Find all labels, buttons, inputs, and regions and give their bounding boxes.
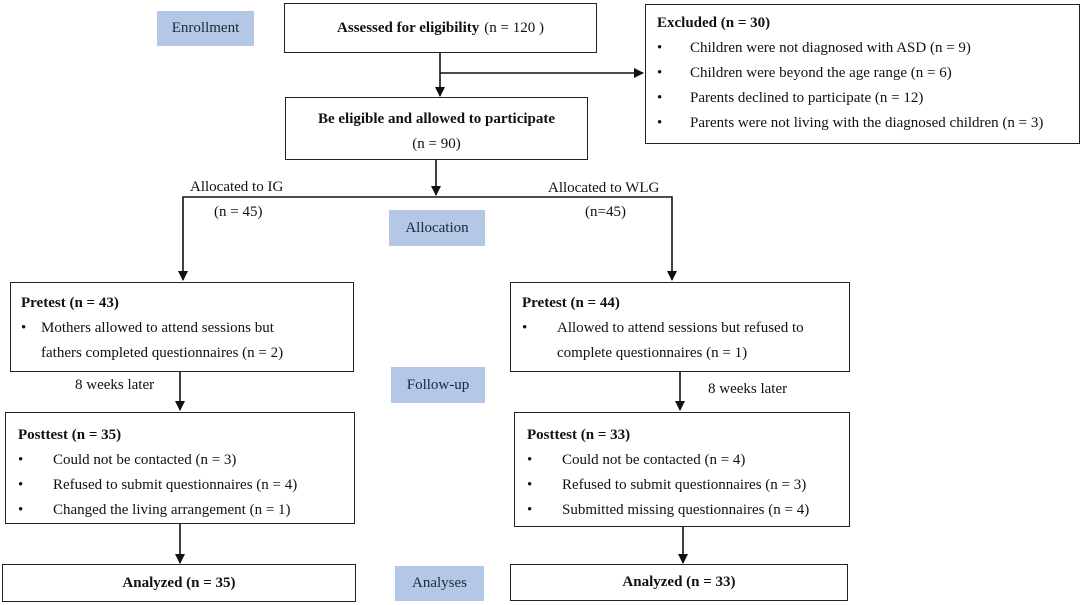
list-item: •Could not be contacted (n = 4): [527, 452, 746, 468]
ig-pretest-list: •Mothers allowed to attend sessions but …: [21, 316, 353, 366]
stage-analyses: Analyses: [395, 566, 484, 601]
assessed-count: (n = 120 ): [484, 19, 544, 36]
list-item: •Refused to submit questionnaires (n = 4…: [18, 477, 298, 493]
arrow-split-to-ig: [178, 196, 436, 281]
wlg-analyzed-label: Analyzed (n = 33): [622, 574, 736, 590]
list-item: •Parents were not living with the diagno…: [657, 115, 1044, 131]
eligible-count: (n = 90): [412, 136, 461, 152]
wlg-pretest-box: Pretest (n = 44) •Allowed to attend sess…: [510, 282, 850, 372]
list-item-continuation: fathers completed questionnaires (n = 2): [41, 345, 284, 361]
stage-follow-up: Follow-up: [391, 367, 485, 403]
allocated-ig-label: Allocated to IG: [190, 179, 284, 195]
excluded-box: Excluded (n = 30) •Children were not dia…: [645, 4, 1080, 144]
assessed-box: Assessed for eligibility (n = 120 ): [284, 3, 597, 53]
list-item-continuation: complete questionnaires (n = 1): [557, 345, 748, 361]
excluded-title: Excluded (n = 30): [657, 15, 771, 31]
list-item: •Children were beyond the age range (n =…: [657, 65, 952, 81]
ig-posttest-box: Posttest (n = 35) •Could not be contacte…: [5, 412, 355, 524]
assessed-title: Assessed for eligibility: [337, 19, 480, 36]
list-item: •Children were not diagnosed with ASD (n…: [657, 40, 971, 56]
stage-enrollment: Enrollment: [157, 11, 254, 46]
ig-pretest-box: Pretest (n = 43) •Mothers allowed to att…: [10, 282, 354, 372]
allocated-ig-count: (n = 45): [214, 204, 263, 220]
list-item: •Could not be contacted (n = 3): [18, 452, 237, 468]
wlg-pretest-title: Pretest (n = 44): [522, 295, 620, 311]
list-item: •Refused to submit questionnaires (n = 3…: [527, 477, 807, 493]
eligible-title: Be eligible and allowed to participate: [317, 111, 556, 127]
ig-posttest-list: •Could not be contacted (n = 3) •Refused…: [18, 448, 354, 523]
wlg-analyzed-box: Analyzed (n = 33): [510, 564, 848, 601]
list-item: •Changed the living arrangement (n = 1): [18, 502, 291, 518]
eligible-box: Be eligible and allowed to participate (…: [285, 97, 588, 160]
list-item: •Allowed to attend sessions but refused …: [522, 320, 804, 336]
list-item: •Submitted missing questionnaires (n = 4…: [527, 502, 810, 518]
wlg-weeks-label: 8 weeks later: [708, 381, 788, 397]
list-item: •Parents declined to participate (n = 12…: [657, 90, 924, 106]
allocated-wlg-label: Allocated to WLG: [548, 180, 660, 196]
wlg-posttest-title: Posttest (n = 33): [527, 427, 631, 443]
ig-analyzed-box: Analyzed (n = 35): [2, 564, 356, 602]
arrow-split-to-wlg: [436, 196, 677, 281]
allocated-wlg-count: (n=45): [585, 204, 626, 220]
excluded-list: •Children were not diagnosed with ASD (n…: [657, 36, 1079, 136]
wlg-posttest-box: Posttest (n = 33) •Could not be contacte…: [514, 412, 850, 527]
ig-analyzed-label: Analyzed (n = 35): [122, 574, 236, 591]
list-item: •Mothers allowed to attend sessions but: [21, 320, 274, 336]
stage-allocation: Allocation: [389, 210, 485, 246]
wlg-posttest-list: •Could not be contacted (n = 4) •Refused…: [527, 448, 849, 523]
ig-posttest-title: Posttest (n = 35): [18, 427, 122, 443]
ig-weeks-label: 8 weeks later: [75, 377, 155, 393]
ig-pretest-title: Pretest (n = 43): [21, 295, 119, 311]
wlg-pretest-list: •Allowed to attend sessions but refused …: [522, 316, 849, 366]
